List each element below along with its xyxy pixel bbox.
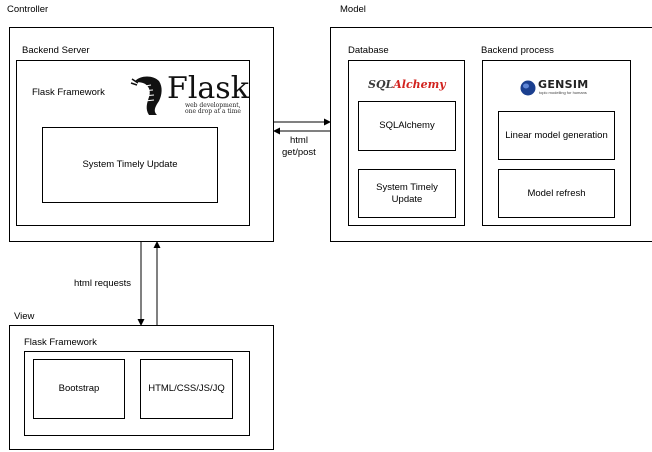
flask-framework-label: Flask Framework bbox=[32, 87, 105, 98]
flask-logo-tagline-2: one drop at a time bbox=[185, 108, 241, 115]
database-box: SQLAlchemy SQLAlchemy System Timely Upda… bbox=[348, 60, 465, 226]
flask-logo-text: Flask bbox=[167, 71, 249, 106]
view-section-label: View bbox=[14, 311, 35, 322]
html-css-js-jq-label: HTML/CSS/JS/JQ bbox=[148, 383, 225, 395]
db-timely-update-box: System Timely Update bbox=[358, 169, 456, 218]
linear-model-box: Linear model generation bbox=[498, 111, 615, 160]
model-refresh-box: Model refresh bbox=[498, 169, 615, 218]
sqlalchemy-logo-sql: SQL bbox=[368, 78, 394, 91]
gensim-globe-icon bbox=[520, 80, 536, 96]
html-label: html bbox=[290, 135, 308, 146]
get-post-label: get/post bbox=[282, 147, 316, 158]
html-css-js-jq-box: HTML/CSS/JS/JQ bbox=[140, 359, 233, 419]
backend-server-label: Backend Server bbox=[22, 45, 90, 56]
sqlalchemy-logo-alchemy: Alchemy bbox=[393, 78, 446, 91]
html-requests-label: html requests bbox=[74, 278, 132, 289]
view-box: Flask Framework Bootstrap HTML/CSS/JS/JQ bbox=[9, 325, 274, 450]
view-flask-framework-box: Bootstrap HTML/CSS/JS/JQ bbox=[24, 351, 250, 436]
backend-server-box: Backend Server Flask Framework Flask web… bbox=[9, 27, 274, 242]
db-timely-update-label: System Timely Update bbox=[376, 181, 438, 205]
sqlalchemy-label: SQLAlchemy bbox=[379, 120, 435, 132]
model-section-label: Model bbox=[340, 4, 366, 15]
flask-logo: Flask web development, one drop at a tim… bbox=[129, 73, 249, 119]
flask-logo-tagline-1: web development, bbox=[185, 102, 241, 109]
sqlalchemy-logo: SQLAlchemy bbox=[368, 78, 446, 91]
gensim-logo: GENSIM topic modelling for humans bbox=[520, 79, 610, 99]
sqlalchemy-box: SQLAlchemy bbox=[358, 101, 456, 151]
linear-model-label: Linear model generation bbox=[505, 129, 608, 141]
flask-horn-icon bbox=[130, 76, 162, 115]
system-timely-update-label: System Timely Update bbox=[82, 159, 178, 171]
database-label: Database bbox=[348, 45, 389, 56]
gensim-logo-text: GENSIM bbox=[538, 78, 589, 91]
gensim-logo-tagline: topic modelling for humans bbox=[539, 90, 587, 95]
backend-process-box: GENSIM topic modelling for humans Linear… bbox=[482, 60, 631, 226]
model-box: Database Backend process SQLAlchemy SQLA… bbox=[330, 27, 652, 242]
controller-section-label: Controller bbox=[7, 4, 49, 15]
view-flask-framework-label: Flask Framework bbox=[24, 337, 97, 348]
system-timely-update-box: System Timely Update bbox=[42, 127, 218, 203]
flask-framework-box: Flask Framework Flask web development, o… bbox=[16, 60, 250, 226]
bootstrap-box: Bootstrap bbox=[33, 359, 125, 419]
backend-process-label: Backend process bbox=[481, 45, 554, 56]
bootstrap-label: Bootstrap bbox=[58, 383, 100, 395]
model-refresh-label: Model refresh bbox=[527, 187, 586, 199]
